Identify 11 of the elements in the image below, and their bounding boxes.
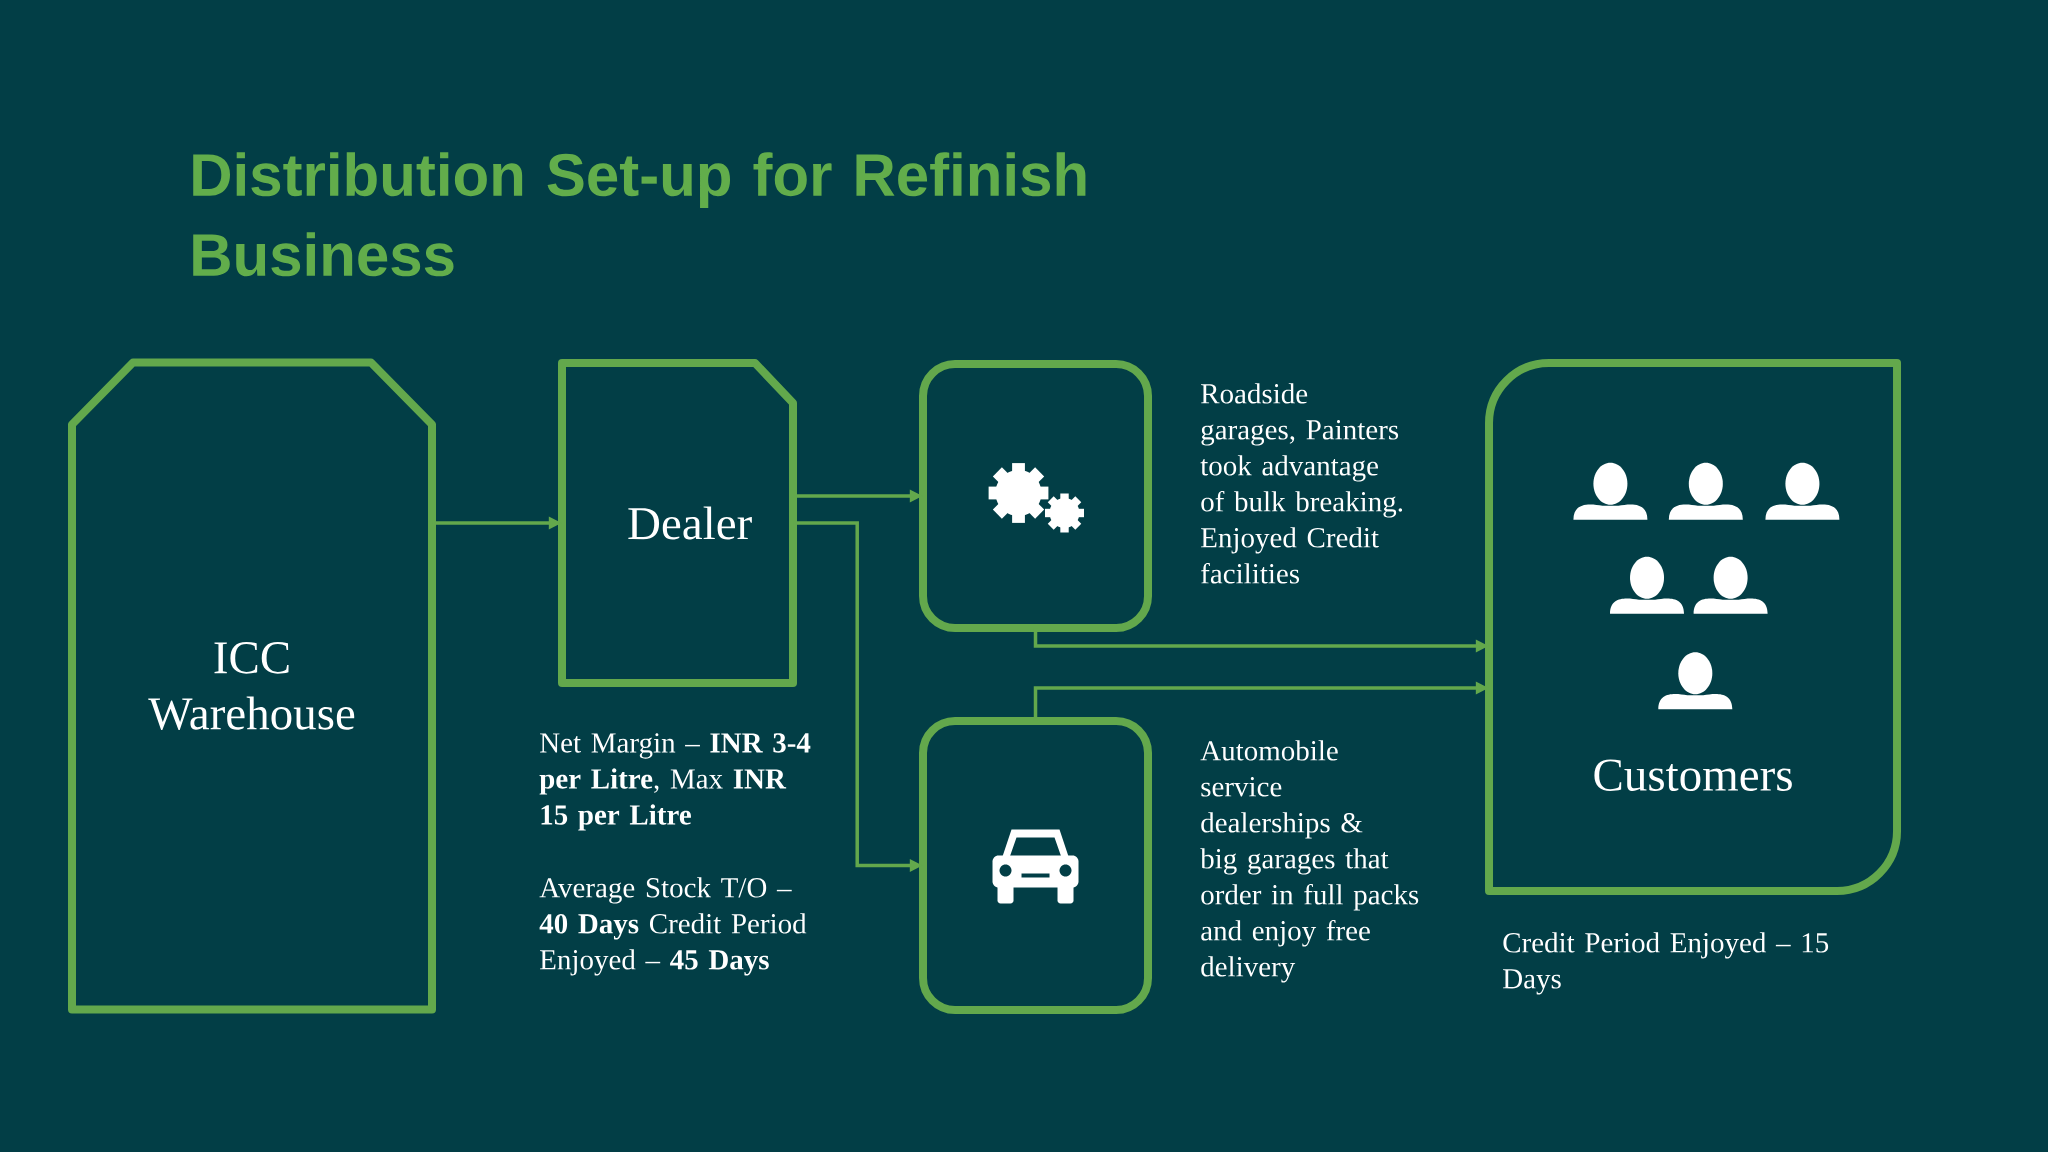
customers-box: Customers [1485, 359, 1901, 895]
note-text: Average Stock T/O – 40 Days Credit Period Enjoyed – 45 Days [539, 877, 807, 976]
note-text: Automobile service dealerships & big garages that order in full packs and enjoy free delivery [1200, 740, 1419, 983]
title: Distribution Set-up for Refinish Business [193, 152, 1086, 277]
dealer-box: Dealer [558, 359, 797, 687]
warehouse-box: ICC Warehouse [68, 358, 436, 1014]
note-text: Roadside garages, Painters took advantage of bulk breaking. Enjoyed Credit facilities [1200, 383, 1403, 584]
note-text: Net Margin – INR 3-4 per Litre, Max INR 15 per Litre [539, 733, 811, 831]
channel-box [919, 360, 1152, 632]
note-text: Credit Period Enjoyed – 15 Days [1503, 932, 1829, 995]
channel-box [919, 717, 1152, 1014]
